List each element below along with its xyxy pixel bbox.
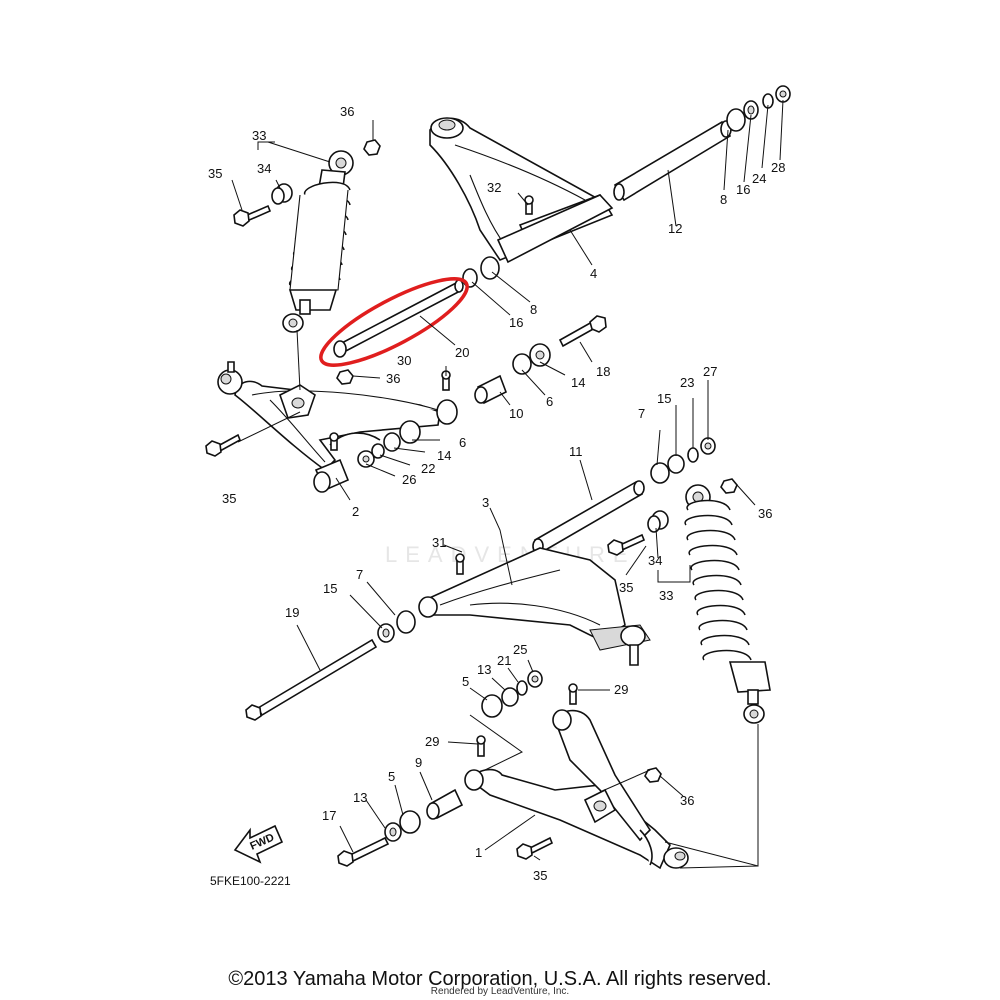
bushing-set-upper-arm-left[interactable]: [357, 420, 421, 468]
callout-24: 24: [752, 171, 766, 186]
lower-arm-lower[interactable]: [464, 709, 689, 870]
callout-2: 2: [352, 504, 359, 519]
callout-22: 22: [421, 461, 435, 476]
callout-21: 21: [497, 653, 511, 668]
diagram-reference-code: 5FKE100-2221: [210, 874, 291, 888]
nut-36-upper[interactable]: [363, 139, 381, 156]
callout-25: 25: [513, 642, 527, 657]
bushing-set-upper-left[interactable]: [462, 256, 500, 288]
callout-11: 11: [569, 444, 583, 459]
callout-17: 17: [322, 808, 336, 823]
leader-lines: [231, 99, 784, 869]
copyright-notice: ©2013 Yamaha Motor Corporation, U.S.A. A…: [228, 968, 772, 990]
shock-absorber-upper[interactable]: [282, 150, 354, 333]
collar-34-lower[interactable]: [647, 510, 669, 533]
callout-12: 12: [668, 221, 682, 236]
collar-10[interactable]: [474, 374, 508, 405]
callout-5b: 5: [388, 769, 395, 784]
grease-nipple-32[interactable]: [524, 195, 534, 215]
callout-36b: 36: [386, 371, 400, 386]
nut-36-upper-arm[interactable]: [336, 369, 354, 385]
callout-labels: 36 33 34 35 32 12 8 16 24 28 4 8 16 20 1…: [208, 104, 785, 883]
callout-27: 27: [703, 364, 717, 379]
callout-8b: 8: [530, 302, 537, 317]
highlight-ring: [319, 277, 469, 367]
callout-19: 19: [285, 605, 299, 620]
bolt-35-lower-arm[interactable]: [516, 836, 554, 860]
grease-nipple-29-lower[interactable]: [476, 735, 486, 757]
callout-33: 33: [252, 128, 266, 143]
callout-34b: 34: [648, 553, 662, 568]
bushing-set-lower-right[interactable]: [650, 437, 716, 484]
bushing-set-middle[interactable]: [377, 610, 416, 643]
callout-7: 7: [638, 406, 645, 421]
bolt-35-upper[interactable]: [233, 204, 272, 227]
bolt-19[interactable]: [245, 638, 378, 721]
callout-6b: 6: [459, 435, 466, 450]
upper-arm-right[interactable]: [429, 117, 614, 264]
callout-36: 36: [340, 104, 354, 119]
callout-4: 4: [590, 266, 597, 281]
callout-16b: 16: [509, 315, 523, 330]
callout-15: 15: [657, 391, 671, 406]
collar-12[interactable]: [613, 120, 732, 202]
callout-7b: 7: [356, 567, 363, 582]
callout-15b: 15: [323, 581, 337, 596]
callout-20: 20: [455, 345, 469, 360]
callout-35: 35: [208, 166, 222, 181]
nut-36-lower-shock[interactable]: [720, 478, 738, 494]
callout-5: 5: [462, 674, 469, 689]
callout-14: 14: [571, 375, 585, 390]
callout-30: 30: [397, 353, 411, 368]
callout-32: 32: [487, 180, 501, 195]
nut-36-lower-arm[interactable]: [644, 767, 662, 783]
bolt-17[interactable]: [337, 836, 390, 867]
callout-23: 23: [680, 375, 694, 390]
callout-13: 13: [477, 662, 491, 677]
callout-35c: 35: [619, 580, 633, 595]
callout-29b: 29: [425, 734, 439, 749]
callout-34: 34: [257, 161, 271, 176]
callout-36d: 36: [680, 793, 694, 808]
forward-direction-arrow: FWD: [233, 824, 284, 864]
shock-absorber-lower[interactable]: [684, 484, 771, 724]
callout-31: 31: [432, 535, 446, 550]
callout-1: 1: [475, 845, 482, 860]
bolt-35-lower-shock[interactable]: [607, 533, 646, 556]
grease-nipple-upper-arm[interactable]: [329, 432, 339, 451]
callout-8: 8: [720, 192, 727, 207]
callout-35b: 35: [222, 491, 236, 506]
callout-28: 28: [771, 160, 785, 175]
collar-34-upper[interactable]: [271, 183, 293, 205]
rendered-by-credit: Rendered by LeadVenture, Inc.: [430, 986, 570, 997]
grease-nipple-29-upper[interactable]: [568, 683, 578, 705]
bolt-18[interactable]: [558, 315, 607, 348]
callout-29: 29: [614, 682, 628, 697]
lower-arm-upper[interactable]: [418, 547, 651, 666]
callout-35d: 35: [533, 868, 547, 883]
callout-9: 9: [415, 755, 422, 770]
bushing-set-lower-lower[interactable]: [384, 810, 421, 842]
callout-6: 6: [546, 394, 553, 409]
upper-arm-left[interactable]: [217, 361, 458, 493]
grease-nipple-31[interactable]: [455, 553, 465, 575]
collar-9[interactable]: [426, 788, 464, 820]
callout-26: 26: [402, 472, 416, 487]
callout-36c: 36: [758, 506, 772, 521]
callout-33b: 33: [659, 588, 673, 603]
callout-13b: 13: [353, 790, 367, 805]
callout-3: 3: [482, 495, 489, 510]
callout-10: 10: [509, 406, 523, 421]
bolt-20[interactable]: [333, 279, 464, 358]
bushing-set-upper-right[interactable]: [726, 85, 791, 132]
bushing-6-upper[interactable]: [512, 343, 551, 375]
bushing-set-lower-upper[interactable]: [481, 670, 543, 718]
bolt-35-left[interactable]: [205, 433, 242, 457]
callout-16: 16: [736, 182, 750, 197]
callout-18: 18: [596, 364, 610, 379]
callout-14b: 14: [437, 448, 451, 463]
